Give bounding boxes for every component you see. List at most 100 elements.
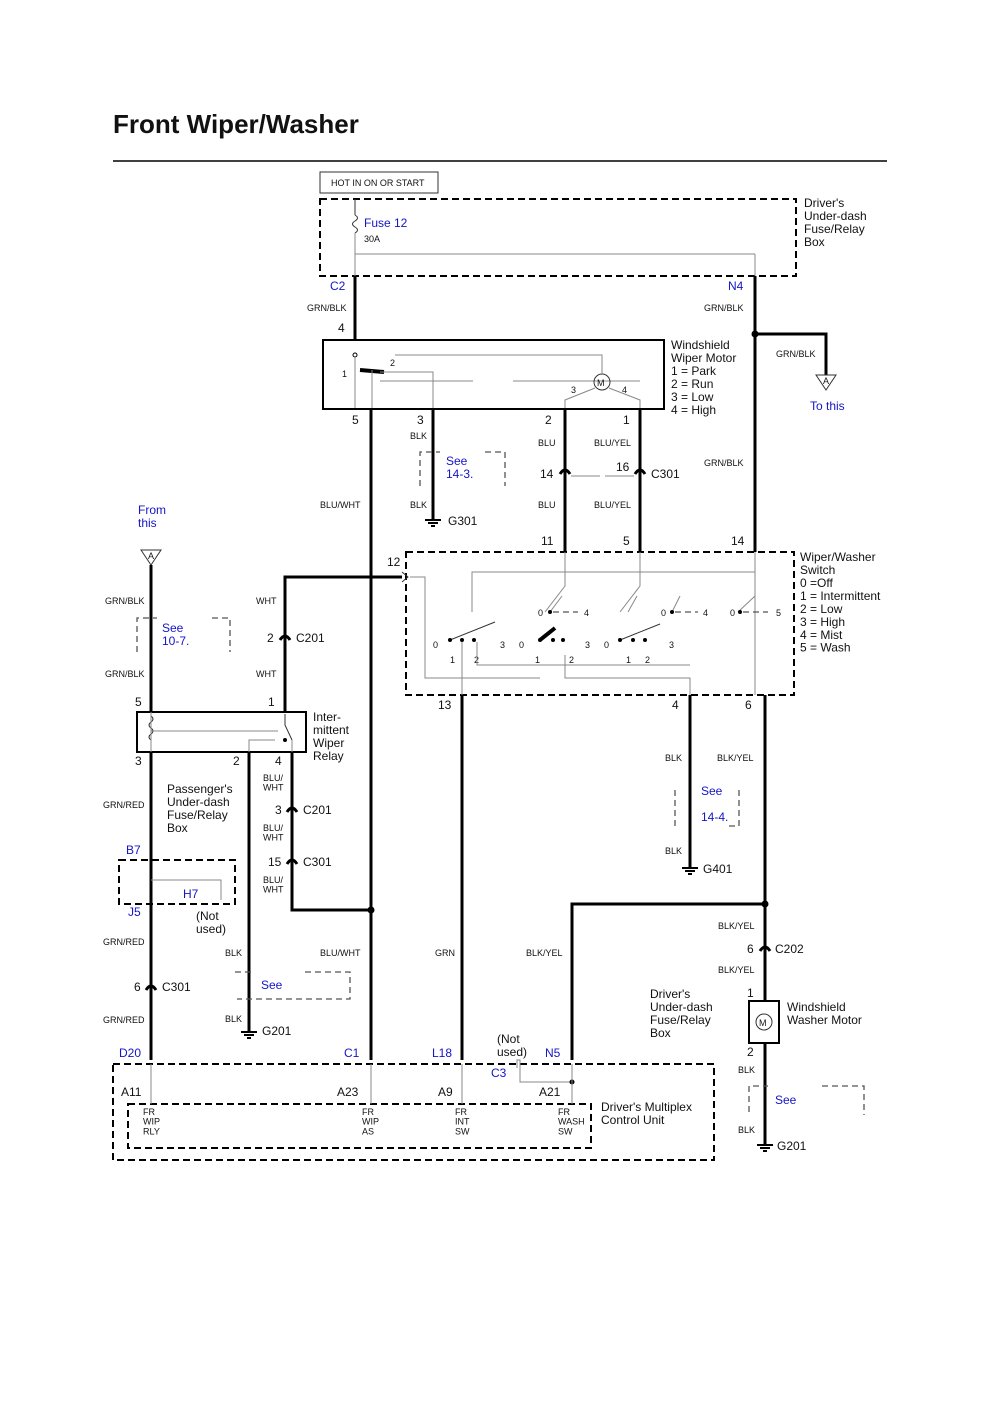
wire-label-blu-wht-5: BLU/WHT xyxy=(320,948,361,958)
pin-mcu-a11: A11 xyxy=(121,1085,142,1099)
switch-contact-1a: 1 xyxy=(450,655,455,665)
wire-label-blu-2: BLU xyxy=(538,500,556,510)
drivers-fuse-box xyxy=(319,198,797,277)
pin-motor-5: 5 xyxy=(352,413,359,427)
wire-label-blu-wht-3: BLU/WHT xyxy=(263,823,284,843)
pin-motor-3: 3 xyxy=(417,413,424,427)
connector-h7: H7 xyxy=(183,887,199,901)
wire-label-blk-7: BLK xyxy=(738,1065,755,1075)
ground-g301: G301 xyxy=(448,514,478,528)
wire-label-grn-red-2: GRN/RED xyxy=(103,937,145,947)
wiper-motor-box xyxy=(322,339,665,410)
pin-switch-11: 11 xyxy=(541,534,554,548)
wire-label-blu-wht-1: BLU/WHT xyxy=(320,500,361,510)
wire-blu-wht-relay xyxy=(290,752,371,912)
ref-see-g201-left: See xyxy=(261,978,283,992)
pin-switch-5: 5 xyxy=(623,534,630,548)
motor-low-brush: 3 xyxy=(571,385,576,395)
connector-n5: N5 xyxy=(545,1046,561,1060)
pin-washer-1: 1 xyxy=(747,986,754,1000)
motor-high-brush: 4 xyxy=(622,385,627,395)
ground-g401: G401 xyxy=(703,862,733,876)
wire-label-blk-yel-1: BLK/YEL xyxy=(717,753,754,763)
ref-to-this: To this xyxy=(810,399,845,413)
switch-contact-2c: 2 xyxy=(645,655,650,665)
pin-switch-14: 14 xyxy=(731,534,745,548)
switch-contact-2b: 2 xyxy=(569,655,574,665)
connector-c2: C2 xyxy=(330,279,346,293)
passengers-fuse-box-small xyxy=(118,859,236,905)
wire-label-blk-3: BLK xyxy=(225,948,242,958)
connector-c202: C202 xyxy=(775,942,804,956)
fuse-12-label: Fuse 12 xyxy=(364,216,408,230)
connector-l18: L18 xyxy=(432,1046,452,1060)
pin-relay-2: 2 xyxy=(233,754,240,768)
switch-contact-0e: 0 xyxy=(519,640,524,650)
ref-see-g401: See xyxy=(701,784,723,798)
page-title: Front Wiper/Washer xyxy=(113,109,359,139)
wire-label-blu-yel-2: BLU/YEL xyxy=(594,500,631,510)
pin-relay-5: 5 xyxy=(135,695,142,709)
switch-contact-1c: 1 xyxy=(626,655,631,665)
wire-label-blu-1: BLU xyxy=(538,438,556,448)
multiplex-control-unit-box xyxy=(112,1063,715,1161)
switch-contact-3b: 3 xyxy=(585,640,590,650)
pin-c301-16: 16 xyxy=(616,460,630,474)
connector-n4: N4 xyxy=(728,279,744,293)
pin-washer-2: 2 xyxy=(747,1045,754,1059)
pin-c301-15: 15 xyxy=(268,855,282,869)
switch-contact-0d: 0 xyxy=(433,640,438,650)
motor-park-contact: 1 xyxy=(342,369,347,379)
wire-label-blu-wht-2: BLU/WHT xyxy=(263,773,284,793)
wire-label-blk-yel-4: BLK/YEL xyxy=(718,965,755,975)
flag-a-from-letter: A xyxy=(148,551,154,561)
flag-a-from xyxy=(140,549,162,566)
wire-label-blk-2: BLK xyxy=(410,500,427,510)
pin-motor-2: 2 xyxy=(545,413,552,427)
wire-label-grn-blk-5: GRN/BLK xyxy=(105,596,145,606)
pin-switch-13: 13 xyxy=(438,698,452,712)
wire-label-wht-1: WHT xyxy=(256,596,277,606)
switch-contact-4a: 4 xyxy=(584,608,589,618)
pin-relay-4: 4 xyxy=(275,754,282,768)
pin-c301-14: 14 xyxy=(540,467,554,481)
pin-c301-6: 6 xyxy=(134,980,141,994)
pin-mcu-a21: A21 xyxy=(539,1085,561,1099)
pin-motor-4: 4 xyxy=(338,321,345,335)
pin-switch-4: 4 xyxy=(672,698,679,712)
connector-c3: C3 xyxy=(491,1066,507,1080)
pin-c201-3: 3 xyxy=(275,803,282,817)
wire-label-blu-yel-1: BLU/YEL xyxy=(594,438,631,448)
wire-label-blk-6: BLK xyxy=(665,846,682,856)
pin-switch-6: 6 xyxy=(745,698,752,712)
pin-c202-6: 6 xyxy=(747,942,754,956)
connector-c201-upper: C201 xyxy=(296,631,325,645)
wire-label-grn-red-1: GRN/RED xyxy=(103,800,145,810)
connector-c301-mid: C301 xyxy=(303,855,332,869)
ground-g201-right: G201 xyxy=(777,1139,807,1153)
wire-label-grn-blk-2: GRN/BLK xyxy=(704,303,744,313)
wire-label-grn-blk-1: GRN/BLK xyxy=(307,303,347,313)
wiper-washer-switch-box xyxy=(405,551,795,696)
wire-label-grn-blk-4: GRN/BLK xyxy=(704,458,744,468)
washer-motor-m: M xyxy=(759,1018,767,1028)
wire-label-grn: GRN xyxy=(435,948,455,958)
connector-c1: C1 xyxy=(344,1046,360,1060)
switch-contact-3a: 3 xyxy=(500,640,505,650)
wire-label-wht-2: WHT xyxy=(256,669,277,679)
wire-wht xyxy=(283,575,402,712)
connector-c201-lower: C201 xyxy=(303,803,332,817)
switch-contact-4b: 4 xyxy=(703,608,708,618)
wire-label-blk-5: BLK xyxy=(665,753,682,763)
switch-contact-3c: 3 xyxy=(669,640,674,650)
switch-contact-5: 5 xyxy=(776,608,781,618)
multiplex-control-unit-inner xyxy=(127,1103,592,1149)
